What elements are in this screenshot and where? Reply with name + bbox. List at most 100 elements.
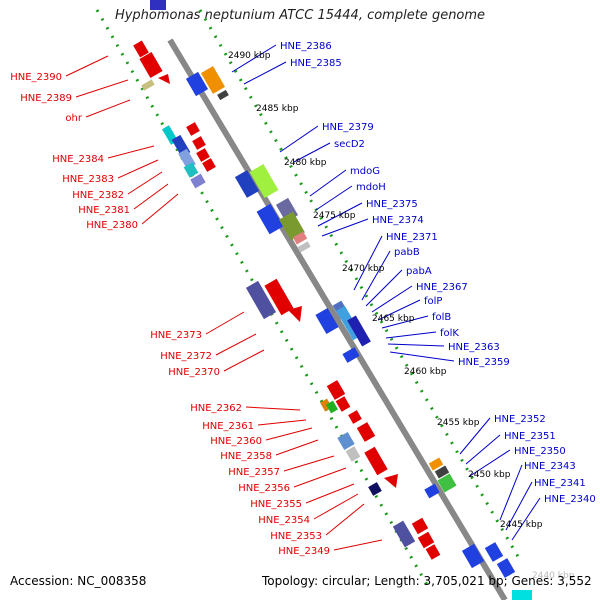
gene-label[interactable]: HNE_2385: [290, 58, 342, 69]
gene-feature[interactable]: [185, 71, 209, 97]
gene-feature[interactable]: [384, 474, 398, 488]
gene-feature[interactable]: [512, 590, 532, 600]
gene-feature[interactable]: [133, 40, 149, 58]
gene-feature[interactable]: [288, 306, 302, 322]
gene-feature[interactable]: [342, 347, 360, 363]
accession-text: Accession: NC_008358: [10, 574, 147, 588]
gene-feature[interactable]: [326, 400, 338, 414]
gene-feature[interactable]: [356, 422, 376, 442]
gene-label[interactable]: HNE_2383: [62, 174, 114, 185]
kbp-label: 2460 kbp: [404, 367, 447, 377]
gene-feature[interactable]: [434, 465, 450, 479]
gene-feature[interactable]: [425, 544, 441, 560]
gene-label[interactable]: HNE_2386: [280, 41, 332, 52]
gene-feature[interactable]: [364, 446, 388, 476]
gene-feature[interactable]: [461, 543, 485, 569]
gene-label[interactable]: pabA: [406, 266, 432, 277]
left-gene-labels: HNE_2390 HNE_2389 ohr HNE_2384 HNE_2383 …: [10, 72, 330, 557]
gene-label[interactable]: HNE_2380: [86, 220, 138, 231]
gene-label[interactable]: HNE_2356: [238, 483, 290, 494]
gene-label[interactable]: HNE_2371: [386, 232, 438, 243]
gene-feature[interactable]: [217, 89, 229, 101]
gene-label[interactable]: HNE_2379: [322, 122, 374, 133]
gene-feature[interactable]: [183, 162, 199, 178]
gene-label[interactable]: HNE_2340: [544, 494, 596, 505]
gene-feature[interactable]: [249, 164, 279, 198]
gene-feature[interactable]: [326, 380, 346, 400]
gene-feature[interactable]: [347, 315, 371, 347]
gene-feature[interactable]: [200, 66, 226, 94]
gene-feature[interactable]: [496, 558, 516, 578]
gene-label[interactable]: HNE_2381: [78, 205, 130, 216]
gene-label[interactable]: HNE_2355: [250, 499, 302, 510]
gene-label[interactable]: HNE_2351: [504, 431, 556, 442]
gene-feature[interactable]: [158, 74, 170, 84]
gene-feature[interactable]: [186, 122, 200, 136]
gene-label[interactable]: ohr: [65, 113, 82, 124]
gene-label[interactable]: HNE_2373: [150, 330, 202, 341]
gene-feature[interactable]: [202, 158, 216, 172]
kbp-label: 2455 kbp: [437, 418, 480, 428]
gene-feature[interactable]: [256, 203, 284, 235]
track-guide: [198, 9, 522, 561]
gene-feature[interactable]: [424, 483, 440, 499]
gene-label[interactable]: HNE_2341: [534, 478, 586, 489]
gene-label[interactable]: HNE_2370: [168, 367, 220, 378]
gene-label[interactable]: folK: [440, 328, 459, 339]
gene-label[interactable]: HNE_2359: [458, 357, 510, 368]
gene-label[interactable]: HNE_2382: [72, 190, 124, 201]
kbp-scale: 2490 kbp 2485 kbp 2480 kbp 2475 kbp 2470…: [228, 51, 575, 581]
gene-feature[interactable]: [315, 307, 339, 335]
gene-label[interactable]: HNE_2353: [270, 531, 322, 542]
gene-label[interactable]: HNE_2372: [160, 351, 212, 362]
gene-feature[interactable]: [192, 136, 206, 150]
gene-feature[interactable]: [335, 396, 351, 412]
gene-feature[interactable]: [190, 173, 206, 189]
gene-feature[interactable]: [279, 211, 305, 241]
gene-feature[interactable]: [297, 241, 311, 253]
gene-label[interactable]: HNE_2389: [20, 93, 72, 104]
gene-feature[interactable]: [417, 531, 435, 549]
gene-feature[interactable]: [392, 520, 416, 548]
gene-feature[interactable]: [292, 231, 308, 245]
gene-label[interactable]: HNE_2350: [514, 446, 566, 457]
gene-label[interactable]: HNE_2367: [416, 282, 468, 293]
gene-label[interactable]: HNE_2375: [366, 199, 418, 210]
gene-label[interactable]: HNE_2349: [278, 546, 330, 557]
gene-label[interactable]: HNE_2354: [258, 515, 310, 526]
gene-feature[interactable]: [141, 79, 155, 91]
gene-feature[interactable]: [234, 170, 260, 198]
gene-feature[interactable]: [337, 431, 355, 451]
gene-label[interactable]: mdoG: [350, 166, 380, 177]
gene-label[interactable]: HNE_2374: [372, 215, 424, 226]
gene-label[interactable]: HNE_2360: [210, 436, 262, 447]
gene-label[interactable]: HNE_2384: [52, 154, 104, 165]
gene-label[interactable]: HNE_2361: [202, 421, 254, 432]
gene-label[interactable]: folP: [424, 296, 442, 307]
gene-label[interactable]: HNE_2363: [448, 342, 500, 353]
gene-feature[interactable]: [411, 517, 429, 535]
gene-feature[interactable]: [139, 51, 163, 79]
gene-label[interactable]: HNE_2390: [10, 72, 62, 83]
gene-feature[interactable]: [264, 278, 294, 316]
gene-label[interactable]: HNE_2352: [494, 414, 546, 425]
gene-label[interactable]: folB: [432, 312, 451, 323]
gene-label[interactable]: mdoH: [356, 182, 386, 193]
gene-feature[interactable]: [245, 280, 277, 320]
gene-label[interactable]: HNE_2362: [190, 403, 242, 414]
gene-feature[interactable]: [345, 446, 361, 462]
gene-feature[interactable]: [348, 410, 362, 424]
kbp-label: 2465 kbp: [372, 314, 415, 324]
gene-feature[interactable]: [150, 0, 166, 10]
gene-feature[interactable]: [368, 482, 382, 496]
gene-label[interactable]: secD2: [334, 139, 365, 150]
gene-label[interactable]: pabB: [394, 247, 420, 258]
gene-label[interactable]: HNE_2357: [228, 467, 280, 478]
gene-feature[interactable]: [437, 473, 457, 493]
reverse-strand-genes: [133, 40, 441, 560]
gene-label[interactable]: HNE_2343: [524, 461, 576, 472]
gene-feature[interactable]: [196, 148, 210, 162]
gene-label[interactable]: HNE_2358: [220, 451, 272, 462]
gene-feature[interactable]: [484, 542, 504, 562]
gene-feature[interactable]: [428, 457, 444, 471]
